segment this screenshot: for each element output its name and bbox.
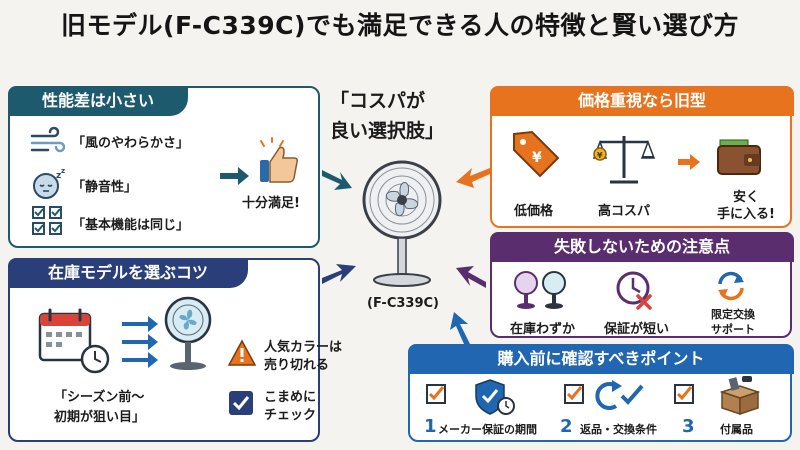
caution-item-warranty: 保証が短い [604, 322, 670, 337]
panel-price: 価格重視なら旧型 ¥ 低価格 ¥ 高コスパ 安く 手に入る! [490, 86, 794, 228]
stock-tip1-line1: 人気カラーは [264, 340, 343, 355]
clock-x-icon [616, 271, 652, 310]
thumbs-up-icon [260, 137, 298, 183]
wallet-icon [717, 139, 761, 175]
return-check-icon [595, 380, 644, 410]
panel-stock: 在庫モデルを選ぶコツ 「シーズン前〜 初期が狙い目」 人気カラーは 売り切れる [8, 258, 342, 442]
fans-low-stock-icon [514, 271, 566, 309]
panel-price-header: 価格重視なら旧型 [490, 86, 794, 116]
stock-tip2-line1: こまめに [264, 390, 317, 405]
check-point3-label: 付属品 [720, 423, 753, 436]
check-point1-num: 1 [424, 416, 437, 437]
arrow-right-icon [220, 167, 249, 185]
panel-caution-header: 失敗しないための注意点 [490, 232, 794, 262]
price-item-low: 低価格 [514, 204, 554, 219]
arrow-to-center-from-performance [322, 170, 352, 190]
exchange-arrows-icon [718, 271, 744, 301]
price-result-line2: 手に入る! [717, 207, 775, 222]
arrow-to-center-from-stock [322, 264, 356, 284]
arrow-right-icon [678, 154, 700, 170]
stock-tip2-line2: チェック [264, 408, 317, 423]
accessories-box-icon [719, 376, 761, 416]
caution-item-stock: 在庫わずか [510, 322, 576, 337]
orange-checkbox-icon [564, 384, 584, 404]
arrow-to-center-from-price [456, 168, 490, 188]
price-item-cospa: 高コスパ [598, 204, 651, 219]
svg-text:z: z [56, 171, 61, 181]
sleeping-face-icon: z z [33, 167, 65, 199]
price-result-line1: 安く [732, 190, 759, 205]
panel-check: 購入前に確認すべきポイント 1 メーカー保証の期間 2 返品・交換条件 3 付属… [408, 344, 794, 442]
panel-check-header: 購入前に確認すべきポイント [408, 344, 794, 374]
orange-checkbox-icon [674, 384, 694, 404]
svg-text:¥: ¥ [532, 150, 542, 166]
checkbox-icon [229, 391, 253, 415]
clock-icon [80, 344, 110, 374]
check-point2-num: 2 [560, 416, 573, 437]
caution-item-exchange-line2: サポート [711, 323, 755, 336]
balance-scale-icon: ¥ [592, 136, 656, 184]
stock-season-line2: 初期が狙い目」 [54, 410, 146, 425]
stock-season-line1: 「シーズン前〜 [54, 390, 145, 405]
check-point2-label: 返品・交換条件 [580, 423, 657, 436]
panel-performance: 性能差は小さい 「風のやわらかさ」 z z 「静音性」 「基本機能は同じ」 十分… [8, 86, 320, 248]
page-title: 旧モデル(F-C339C)でも満足できる人の特徴と賢い選び方 [61, 11, 739, 40]
arrow-to-center-from-caution [456, 266, 486, 288]
stock-tip1-line2: 売り切れる [264, 358, 330, 373]
perf-result: 十分満足! [242, 196, 300, 211]
checklist-icon [32, 206, 62, 235]
check-point1-label: メーカー保証の期間 [438, 423, 537, 436]
panel-stock-header: 在庫モデルを選ぶコツ [8, 258, 248, 288]
arrow-to-center-from-check [450, 312, 470, 344]
center-quote-line2: 良い選択肢」 [330, 120, 445, 142]
shield-clock-icon [475, 379, 515, 415]
center-model-label: (F-C339C) [367, 296, 439, 311]
panel-performance-header: 性能差は小さい [8, 86, 188, 116]
warning-icon [227, 339, 257, 366]
small-fan-icon [164, 296, 212, 370]
wind-icon [30, 126, 66, 153]
perf-item-basic: 「基本機能は同じ」 [72, 218, 190, 233]
price-tag-icon: ¥ [513, 130, 560, 178]
center-quote-line1: 「コスパが [330, 90, 426, 112]
arrows-right-icon [122, 316, 158, 368]
orange-checkbox-icon [426, 384, 446, 404]
calendar-icon [38, 308, 92, 362]
svg-text:z: z [61, 167, 65, 175]
caution-item-exchange-line1: 限定交換 [711, 308, 755, 321]
perf-item-wind: 「風のやわらかさ」 [72, 136, 190, 151]
electric-fan-illustration [362, 160, 442, 287]
svg-text:¥: ¥ [597, 151, 603, 160]
perf-item-quiet: 「静音性」 [72, 180, 138, 195]
panel-caution: 失敗しないための注意点 在庫わずか 保証が短い 限定交換 サポート [490, 232, 794, 338]
check-point3-num: 3 [682, 416, 695, 437]
